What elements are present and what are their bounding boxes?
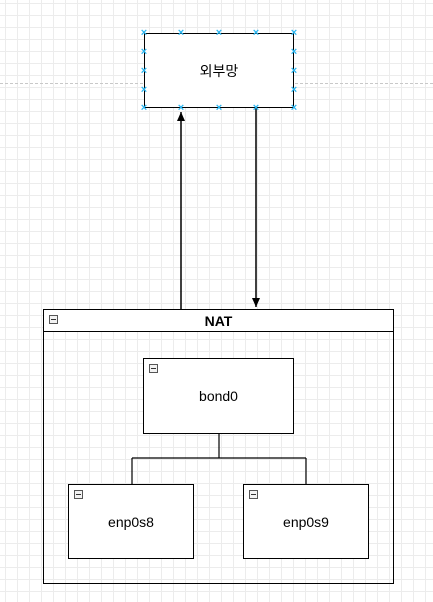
collapse-icon[interactable] [74, 490, 83, 499]
selection-handle-icon[interactable] [290, 86, 299, 95]
enp0s9-node[interactable]: enp0s9 [243, 484, 369, 559]
external-network-label: 외부망 [199, 62, 239, 79]
enp0s8-node-label: enp0s8 [108, 513, 154, 530]
selection-handle-icon[interactable] [140, 86, 149, 95]
selection-handle-icon[interactable] [215, 104, 224, 113]
enp0s8-node[interactable]: enp0s8 [68, 484, 194, 559]
bond-node[interactable]: bond0 [143, 358, 294, 434]
selection-handle-icon[interactable] [140, 48, 149, 57]
nat-container[interactable]: NAT [43, 309, 394, 584]
collapse-icon[interactable] [149, 364, 158, 373]
selection-handle-icon[interactable] [140, 67, 149, 76]
collapse-icon[interactable] [49, 315, 58, 324]
bond-node-label: bond0 [199, 388, 238, 404]
collapse-icon[interactable] [249, 490, 258, 499]
nat-container-header[interactable]: NAT [44, 310, 393, 332]
selection-handle-icon[interactable] [252, 104, 261, 113]
selection-handle-icon[interactable] [140, 29, 149, 38]
external-network-node[interactable]: 외부망 [144, 33, 294, 108]
nat-container-title: NAT [204, 313, 233, 329]
selection-handle-icon[interactable] [290, 48, 299, 57]
edge-bond-to-children[interactable] [131, 433, 307, 484]
selection-handle-icon[interactable] [215, 29, 224, 38]
selection-handle-icon[interactable] [290, 104, 299, 113]
selection-handle-icon[interactable] [290, 67, 299, 76]
selection-handle-icon[interactable] [177, 104, 186, 113]
selection-handle-icon[interactable] [252, 29, 261, 38]
selection-handle-icon[interactable] [177, 29, 186, 38]
selection-handle-icon[interactable] [140, 104, 149, 113]
selection-handle-icon[interactable] [290, 29, 299, 38]
enp0s9-node-label: enp0s9 [283, 513, 329, 530]
